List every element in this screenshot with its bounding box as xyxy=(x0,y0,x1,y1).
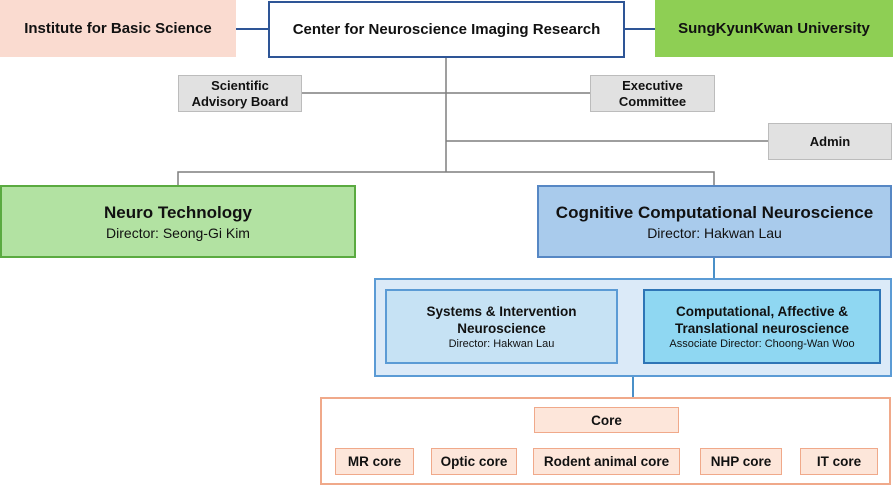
catn-title-line1: Computational, Affective & xyxy=(675,303,848,319)
neuro-technology-title: Neuro Technology xyxy=(104,202,252,222)
ibs-label: Institute for Basic Science xyxy=(24,20,212,37)
core-title-box: Core xyxy=(534,407,679,433)
admin-label: Admin xyxy=(809,134,851,149)
executive-committee-line1: Executive xyxy=(622,77,683,93)
admin-box: Admin xyxy=(768,123,892,160)
skku-box: SungKyunKwan University xyxy=(655,0,893,57)
ccn-title: Cognitive Computational Neuroscience xyxy=(555,202,874,222)
catn-director: Associate Director: Choong-Wan Woo xyxy=(669,337,855,350)
ibs-box: Institute for Basic Science xyxy=(0,0,236,57)
core-title: Core xyxy=(591,412,622,428)
ccn-director: Director: Hakwan Lau xyxy=(647,224,782,241)
core-item-rodent: Rodent animal core xyxy=(533,448,680,475)
sin-title-line1: Systems & Intervention xyxy=(426,303,577,319)
scientific-advisory-board-box: Scientific Advisory Board xyxy=(178,75,302,112)
core-item-rodent-label: Rodent animal core xyxy=(543,454,670,469)
ccn-box: Cognitive Computational Neuroscience Dir… xyxy=(537,185,892,258)
computational-affective-box: Computational, Affective & Translational… xyxy=(643,289,881,364)
core-item-it-label: IT core xyxy=(816,454,862,469)
executive-committee-line2: Committee xyxy=(618,93,687,109)
sin-director: Director: Hakwan Lau xyxy=(448,337,555,350)
center-box: Center for Neuroscience Imaging Research xyxy=(268,1,625,58)
core-item-nhp-label: NHP core xyxy=(710,454,772,469)
executive-committee-box: Executive Committee xyxy=(590,75,715,112)
core-item-optic-label: Optic core xyxy=(440,454,508,469)
sin-title-line2: Neuroscience xyxy=(457,320,546,336)
catn-title-line2: Translational neuroscience xyxy=(674,320,850,336)
scientific-advisory-line2: Advisory Board xyxy=(191,93,289,109)
scientific-advisory-line1: Scientific xyxy=(211,77,269,93)
division-connector-line xyxy=(177,171,715,185)
core-item-nhp: NHP core xyxy=(700,448,782,475)
systems-intervention-box: Systems & Intervention Neuroscience Dire… xyxy=(385,289,618,364)
core-item-optic: Optic core xyxy=(431,448,517,475)
neuro-technology-box: Neuro Technology Director: Seong-Gi Kim xyxy=(0,185,356,258)
core-item-mr-label: MR core xyxy=(347,454,402,469)
core-item-it: IT core xyxy=(800,448,878,475)
neuro-technology-director: Director: Seong-Gi Kim xyxy=(106,224,250,241)
core-item-mr: MR core xyxy=(335,448,414,475)
skku-label: SungKyunKwan University xyxy=(678,20,870,37)
center-label: Center for Neuroscience Imaging Research xyxy=(292,21,601,38)
